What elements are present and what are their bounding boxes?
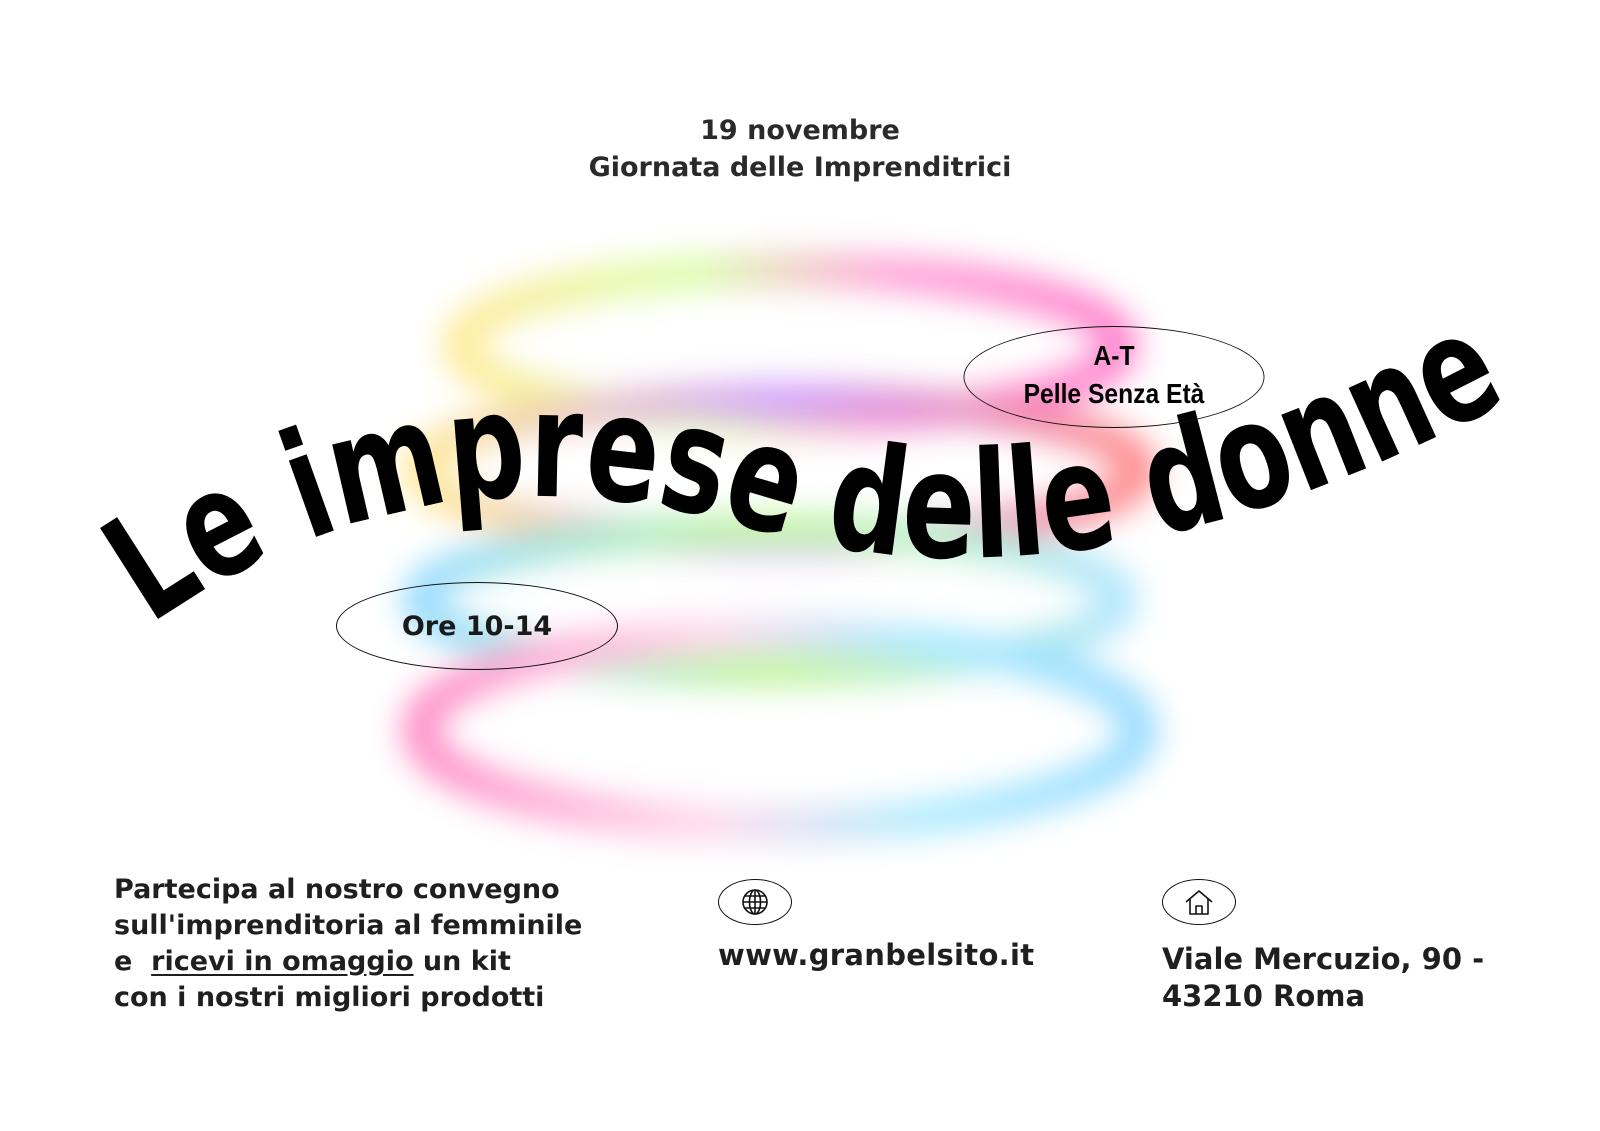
event-header: 19 novembre Giornata delle Imprenditrici <box>0 112 1600 186</box>
svg-text:Le imprese delle donne: Le imprese delle donne <box>76 278 1525 654</box>
brand-name: A-T <box>1093 340 1135 371</box>
event-name: Giornata delle Imprenditrici <box>588 152 1012 183</box>
gift-link[interactable]: ricevi in omaggio <box>151 946 414 977</box>
address-street: Viale Mercuzio, 90 - <box>1162 942 1485 976</box>
home-icon <box>1185 890 1213 915</box>
promo-line-3-prefix: e <box>114 946 152 977</box>
address: Viale Mercuzio, 90 - 43210 Roma <box>1162 941 1562 1015</box>
promo-line-4: con i nostri migliori prodotti <box>114 982 545 1013</box>
globe-icon <box>742 889 768 915</box>
globe-icon-badge <box>718 879 792 925</box>
hours-text: Ore 10-14 <box>401 610 553 642</box>
event-date: 19 novembre <box>700 115 900 146</box>
promo-line-2: sull'imprenditoria al femminile <box>114 910 583 941</box>
home-icon-badge <box>1162 879 1236 925</box>
brand-badge: A-T Pelle Senza Età <box>963 326 1265 428</box>
promo-line-3: e ricevi in omaggio un kit <box>114 944 674 980</box>
promo-text: Partecipa al nostro convegno sull'impren… <box>114 872 674 1016</box>
title-text: Le imprese delle donne <box>76 278 1525 654</box>
website-link[interactable]: www.granbelsito.it <box>718 938 1035 972</box>
address-city: 43210 Roma <box>1162 979 1366 1013</box>
promo-line-1: Partecipa al nostro convegno <box>114 874 560 905</box>
brand-tagline: Pelle Senza Età <box>1023 378 1205 409</box>
promo-line-3-suffix: un kit <box>413 946 511 977</box>
hours-badge: Ore 10-14 <box>336 582 618 670</box>
